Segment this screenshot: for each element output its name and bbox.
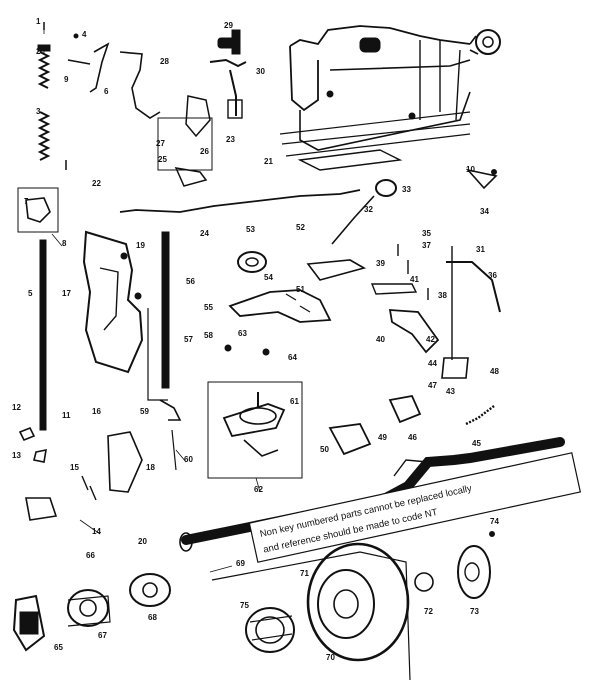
part-label-33: 33 [402,185,411,194]
part-label-71: 71 [300,569,309,578]
part-label-43: 43 [446,387,455,396]
part-label-54: 54 [264,273,273,282]
part-label-35: 35 [422,229,431,238]
part-label-36: 36 [488,271,497,280]
part-label-2: 2 [36,47,41,56]
part-label-45: 45 [472,439,481,448]
bottom-parts [12,531,495,681]
part-label-28: 28 [160,57,169,66]
part-label-12: 12 [12,403,21,412]
part-label-60: 60 [184,455,193,464]
part-label-20: 20 [138,537,147,546]
part-label-44: 44 [428,359,437,368]
part-label-15: 15 [70,463,79,472]
part-label-19: 19 [136,241,145,250]
part-label-6: 6 [104,87,109,96]
part-label-11: 11 [62,411,71,420]
part-label-52: 52 [296,223,305,232]
part-label-65: 65 [54,643,63,652]
part-label-50: 50 [320,445,329,454]
part-label-73: 73 [470,607,479,616]
part-label-23: 23 [226,135,235,144]
part-label-48: 48 [490,367,499,376]
part-label-53: 53 [246,225,255,234]
part-label-34: 34 [480,207,489,216]
part-label-25: 25 [158,155,167,164]
top-left-parts [37,22,161,170]
part-label-57: 57 [184,335,193,344]
part-label-42: 42 [426,335,435,344]
part-label-5: 5 [28,289,33,298]
part-label-51: 51 [296,285,305,294]
part-label-56: 56 [186,277,195,286]
part-label-30: 30 [256,67,265,76]
right-middle-parts [306,168,501,456]
part-label-29: 29 [224,21,233,30]
part-label-8: 8 [62,239,67,248]
part-label-24: 24 [200,229,209,238]
part-label-10: 10 [466,165,475,174]
part-label-47: 47 [428,381,437,390]
machine-frame [279,25,501,171]
part-label-41: 41 [410,275,419,284]
part-label-64: 64 [288,353,297,362]
part-label-75: 75 [240,601,249,610]
part-label-3: 3 [36,107,41,116]
part-label-68: 68 [148,613,157,622]
part-label-21: 21 [264,157,273,166]
part-labels: 1 2 3 4 5 6 7 8 9 10 11 12 13 14 15 16 1… [12,17,499,662]
part-label-72: 72 [424,607,433,616]
part-label-18: 18 [146,463,155,472]
part-label-22: 22 [92,179,101,188]
part-label-69: 69 [236,559,245,568]
part-label-58: 58 [204,331,213,340]
part-label-9: 9 [64,75,69,84]
part-label-55: 55 [204,303,213,312]
part-label-38: 38 [438,291,447,300]
part-label-70: 70 [326,653,335,662]
top-middle-parts [157,29,247,187]
part-label-66: 66 [86,551,95,560]
left-column-parts [17,187,97,521]
part-label-49: 49 [378,433,387,442]
part-label-17: 17 [62,289,71,298]
part-label-32: 32 [364,205,373,214]
part-label-63: 63 [238,329,247,338]
part-label-4: 4 [82,30,87,39]
part-label-67: 67 [98,631,107,640]
part-label-16: 16 [92,407,101,416]
part-label-1: 1 [36,17,41,26]
part-label-37: 37 [422,241,431,250]
leader-lines [43,24,261,573]
part-label-31: 31 [476,245,485,254]
part-label-26: 26 [200,147,209,156]
part-label-46: 46 [408,433,417,442]
part-label-27: 27 [156,139,165,148]
part-label-39: 39 [376,259,385,268]
part-label-13: 13 [12,451,21,460]
part-label-59: 59 [140,407,149,416]
notice-box: Non key numbered parts cannot be replace… [248,452,582,563]
part-label-74: 74 [490,517,499,526]
part-label-7: 7 [24,197,29,206]
center-mechanism [207,251,332,479]
part-label-61: 61 [290,397,299,406]
part-label-62: 62 [254,485,263,494]
presser-bracket [82,189,361,493]
part-label-40: 40 [376,335,385,344]
